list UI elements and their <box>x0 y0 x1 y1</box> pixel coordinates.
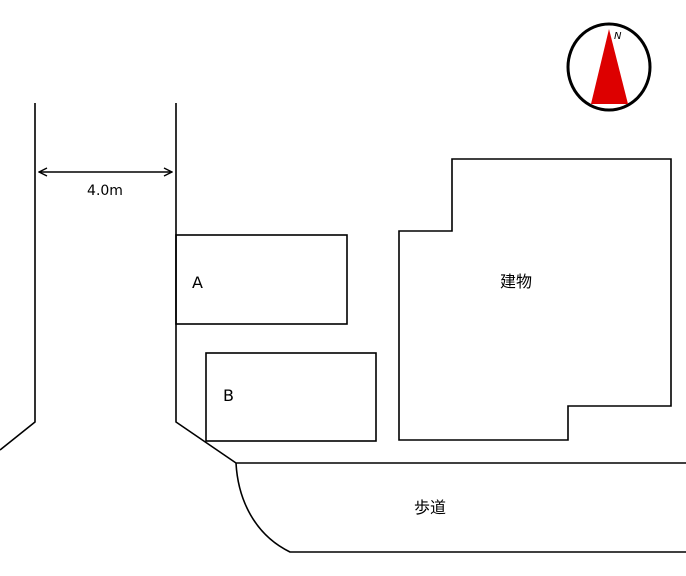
compass-circle <box>566 22 652 112</box>
parking-a-label: A <box>192 273 203 292</box>
parking-b-label: B <box>223 386 234 405</box>
building-label: 建物 <box>500 272 532 291</box>
road-left-edge <box>0 103 36 451</box>
sidewalk-label: 歩道 <box>414 498 446 517</box>
north-arrow: N <box>566 22 652 112</box>
building-outline <box>398 158 672 441</box>
road-width-label: 4.0m <box>87 183 123 199</box>
road-right-edge <box>175 103 686 464</box>
north-label: N <box>614 31 622 42</box>
parking-space-a <box>175 234 348 325</box>
parking-space-b <box>205 352 377 442</box>
north-arrow-icon <box>591 29 628 104</box>
sidewalk-edge <box>235 462 686 553</box>
